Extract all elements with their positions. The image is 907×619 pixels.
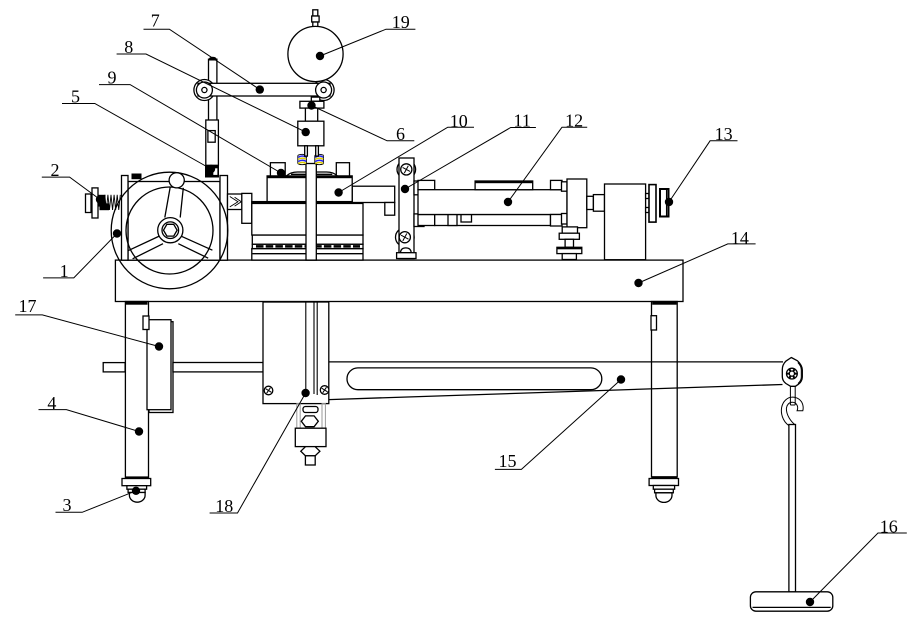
svg-text:10: 10 — [450, 111, 468, 131]
svg-text:1: 1 — [60, 261, 69, 281]
svg-text:14: 14 — [731, 228, 749, 248]
svg-text:8: 8 — [124, 37, 133, 57]
svg-text:12: 12 — [565, 111, 583, 131]
svg-text:2: 2 — [51, 160, 60, 180]
svg-text:19: 19 — [392, 12, 410, 32]
svg-text:16: 16 — [880, 517, 898, 537]
svg-text:9: 9 — [108, 68, 117, 88]
svg-text:17: 17 — [19, 296, 37, 316]
svg-text:7: 7 — [151, 10, 160, 30]
svg-text:4: 4 — [47, 393, 56, 413]
svg-text:6: 6 — [396, 124, 405, 144]
svg-text:18: 18 — [215, 496, 233, 516]
svg-text:3: 3 — [63, 495, 72, 515]
svg-text:13: 13 — [715, 124, 733, 144]
svg-text:15: 15 — [499, 451, 517, 471]
svg-text:5: 5 — [71, 86, 80, 106]
svg-text:11: 11 — [514, 111, 531, 131]
